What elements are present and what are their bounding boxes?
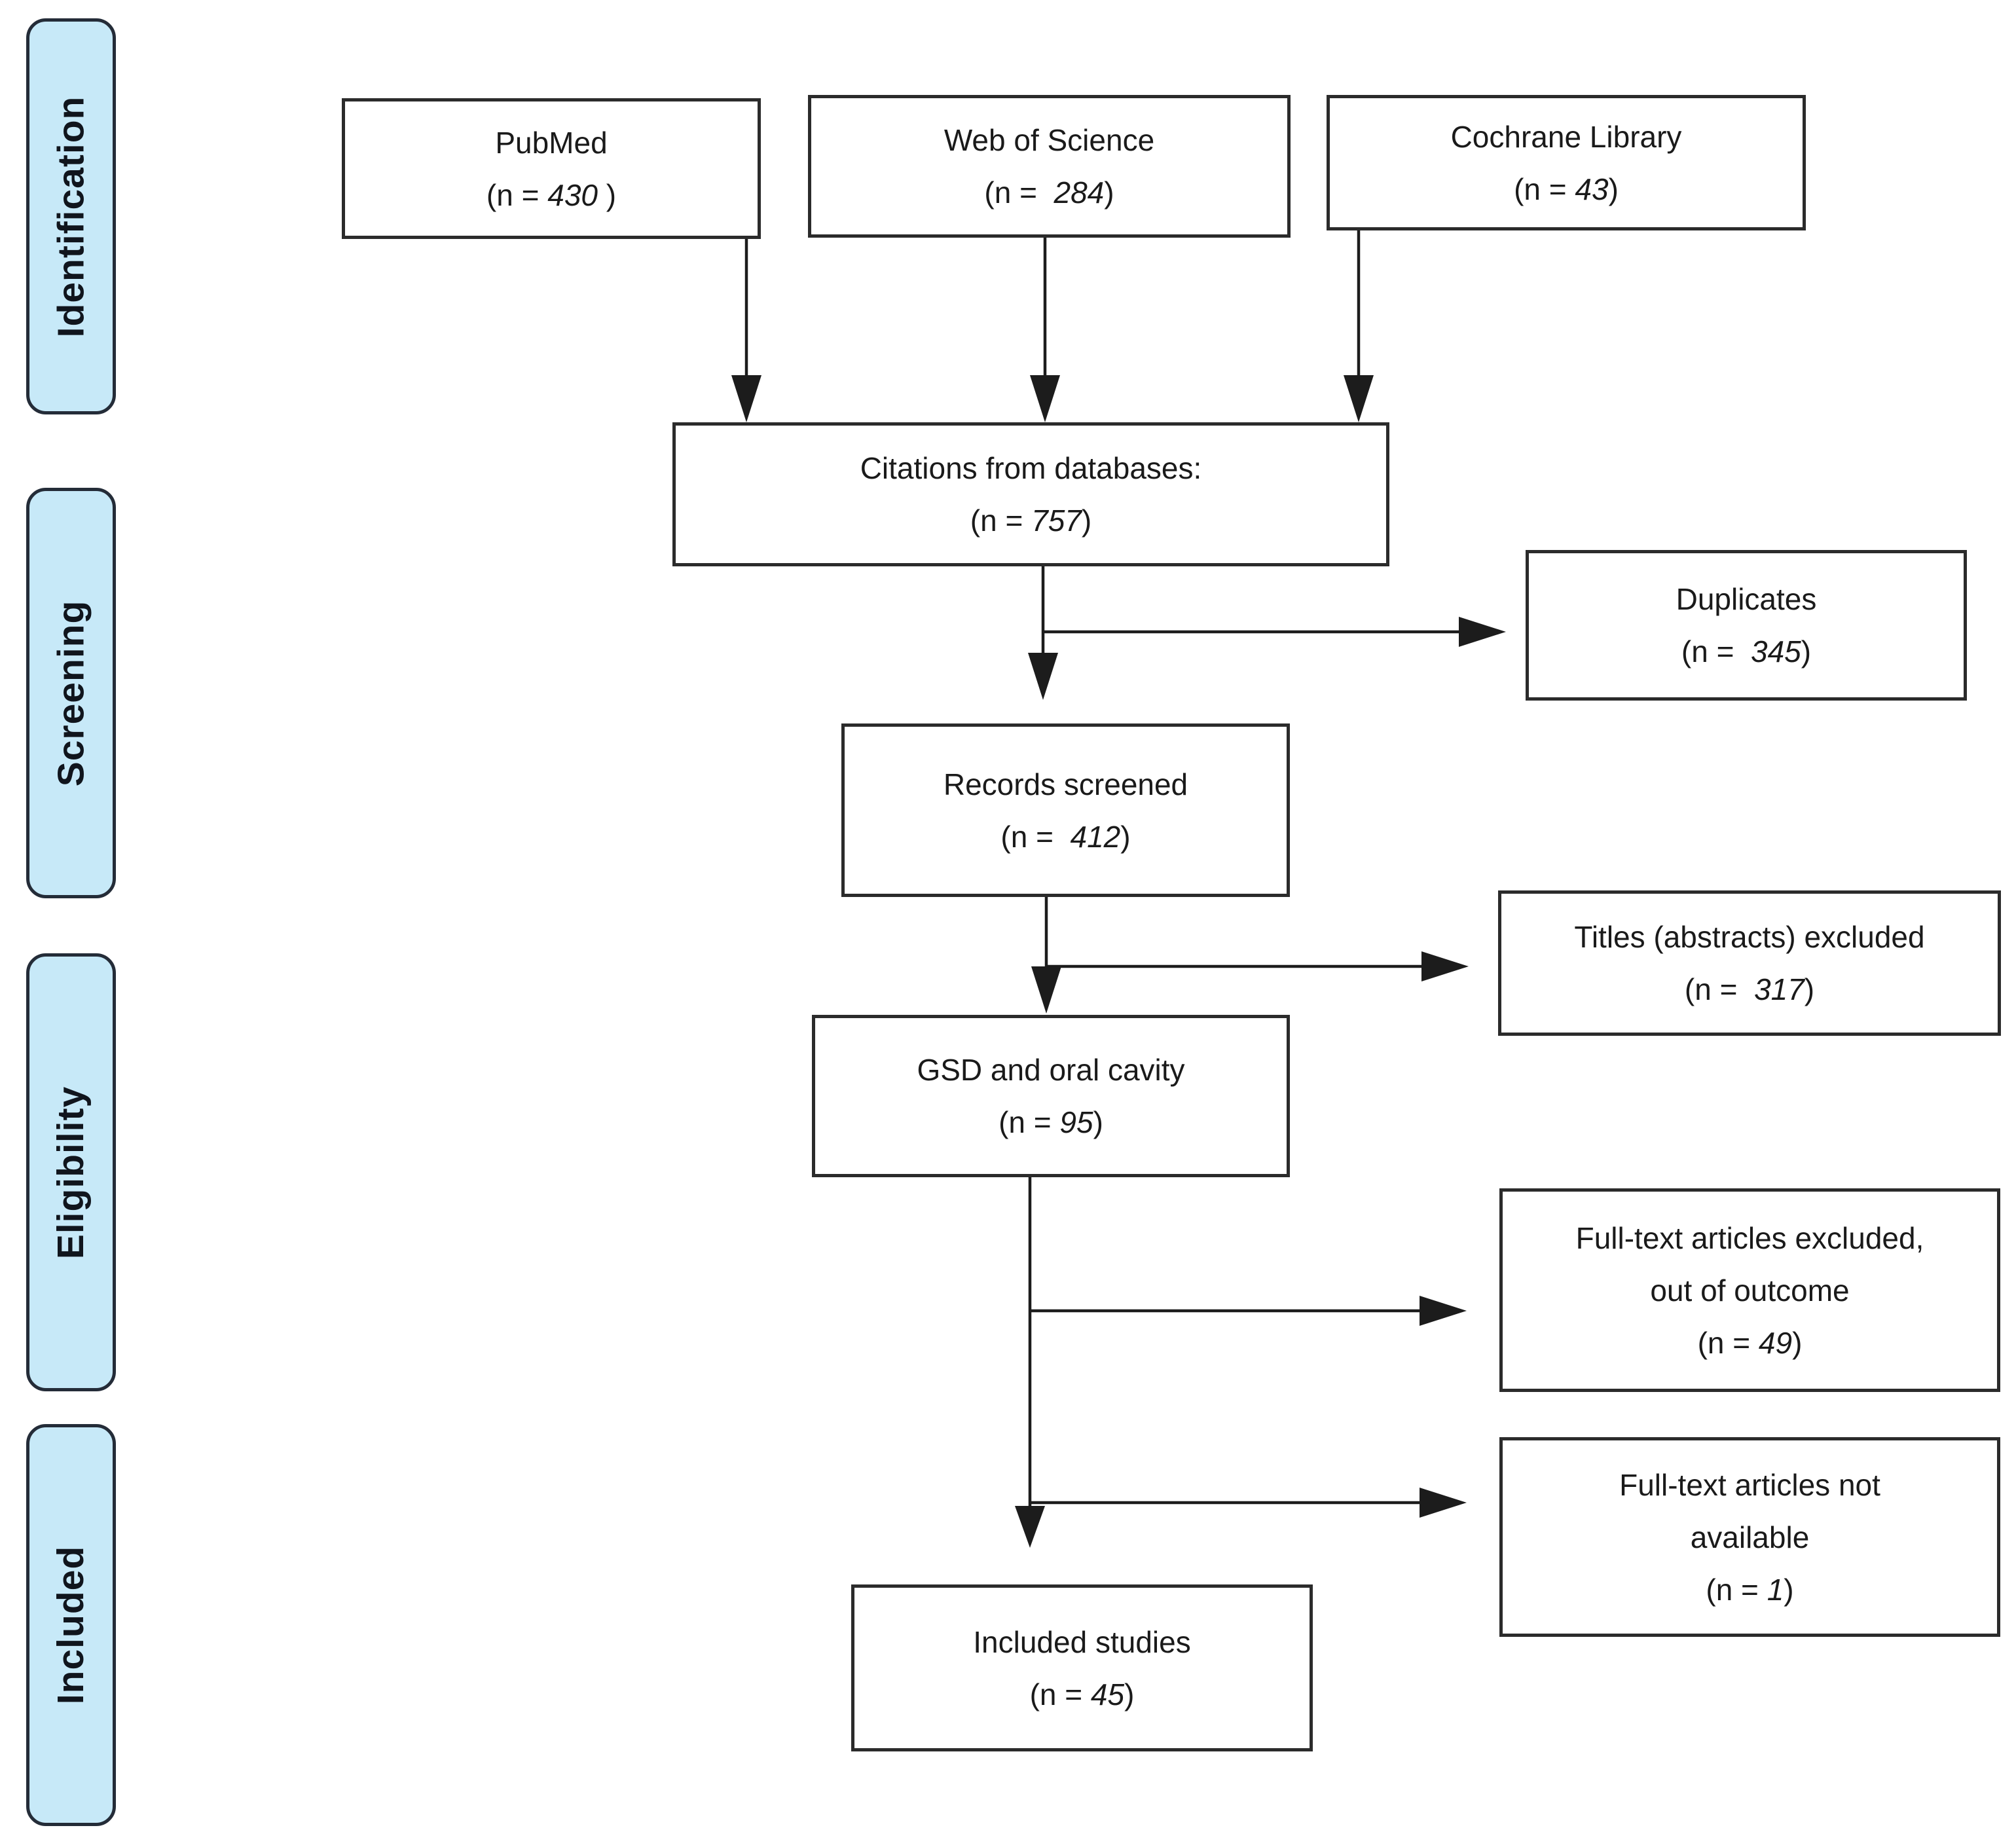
box-pubmed: PubMed (n = 430 ) <box>342 98 761 239</box>
box-citations-from-databases: Citations from databases: (n = 757) <box>672 422 1389 566</box>
count-prefix: (n = <box>1706 1572 1767 1607</box>
count-suffix: ) <box>1801 634 1812 668</box>
box-fulltext-excluded-label: Full-text articles excluded, <box>1575 1220 1924 1255</box>
count-suffix: ) <box>597 177 617 212</box>
box-fulltext-excluded-label2: out of outcome <box>1650 1273 1850 1308</box>
box-duplicates: Duplicates (n = 345) <box>1526 550 1967 701</box>
arrow-cochrane-to-citations <box>1344 230 1374 422</box>
box-cochrane-count: (n = 43) <box>1514 163 1619 215</box>
arrow-pubmed-to-citations <box>731 239 761 422</box>
count-value: 1 <box>1767 1572 1784 1607</box>
count-suffix: ) <box>1093 1105 1103 1139</box>
count-value: 412 <box>1070 819 1121 854</box>
box-titles-label: Titles (abstracts) excluded <box>1574 920 1925 954</box>
count-value: 317 <box>1754 972 1805 1006</box>
count-prefix: (n = <box>970 503 1032 538</box>
arrow-to-fulltext-not-available <box>1030 1488 1467 1518</box>
box-included-studies-count: (n = 45) <box>1030 1668 1135 1721</box>
box-duplicates-label: Duplicates <box>1676 582 1817 616</box>
box-titles-count: (n = 317) <box>1685 963 1814 1016</box>
count-suffix: ) <box>1081 503 1092 538</box>
stage-identification: Identification <box>26 18 116 414</box>
stage-identification-label: Identification <box>50 96 92 337</box>
count-value: 95 <box>1059 1105 1093 1139</box>
box-fulltext-not-available-label2: available <box>1690 1520 1810 1554</box>
box-citations-label: Citations from databases: <box>860 451 1202 485</box>
stage-screening: Screening <box>26 488 116 898</box>
arrow-gsd-to-included <box>1015 1176 1045 1548</box>
count-prefix: (n = <box>1684 972 1755 1006</box>
box-records-count: (n = 412) <box>1000 811 1130 863</box>
count-prefix: (n = <box>1681 634 1751 668</box>
count-prefix: (n = <box>999 1105 1060 1139</box>
box-wos-count: (n = 284) <box>984 166 1114 219</box>
box-included-studies-label: Included studies <box>973 1624 1191 1659</box>
box-gsd-count: (n = 95) <box>999 1096 1103 1148</box>
arrow-citations-to-records <box>1028 565 1058 700</box>
arrow-to-duplicates <box>1043 617 1506 647</box>
box-titles-abstracts-excluded: Titles (abstracts) excluded (n = 317) <box>1498 890 2001 1036</box>
box-cochrane-label: Cochrane Library <box>1450 119 1682 154</box>
count-value: 345 <box>1751 634 1801 668</box>
arrow-to-titles-excluded <box>1046 951 1469 981</box>
box-fulltext-excluded-count: (n = 49) <box>1698 1317 1803 1369</box>
count-suffix: ) <box>1104 175 1114 210</box>
box-fulltext-not-available-label: Full-text articles not <box>1619 1467 1880 1502</box>
arrow-to-fulltext-excluded <box>1030 1296 1467 1326</box>
box-pubmed-label: PubMed <box>495 125 608 160</box>
count-suffix: ) <box>1120 819 1131 854</box>
count-prefix: (n = <box>1697 1325 1759 1360</box>
count-prefix: (n = <box>1514 172 1575 206</box>
box-duplicates-count: (n = 345) <box>1681 625 1811 678</box>
box-citations-count: (n = 757) <box>970 494 1091 547</box>
arrow-wos-to-citations <box>1030 238 1060 422</box>
count-prefix: (n = <box>1000 819 1071 854</box>
count-value: 43 <box>1575 172 1609 206</box>
arrow-records-to-gsd <box>1031 896 1061 1014</box>
box-gsd-label: GSD and oral cavity <box>917 1053 1185 1087</box>
count-value: 430 <box>547 177 598 212</box>
stage-included: Included <box>26 1424 116 1826</box>
box-wos-label: Web of Science <box>944 123 1155 157</box>
count-suffix: ) <box>1124 1677 1135 1711</box>
stage-included-label: Included <box>50 1545 92 1705</box>
box-fulltext-not-available-count: (n = 1) <box>1706 1564 1793 1616</box>
count-prefix: (n = <box>984 175 1054 210</box>
stage-screening-label: Screening <box>50 600 92 786</box>
stage-eligibility: Eligibility <box>26 953 116 1391</box>
box-fulltext-excluded: Full-text articles excluded, out of outc… <box>1499 1188 2000 1392</box>
count-prefix: (n = <box>1029 1677 1091 1711</box>
box-records-screened: Records screened (n = 412) <box>841 723 1290 897</box>
count-suffix: ) <box>1784 1572 1794 1607</box>
count-suffix: ) <box>1804 972 1815 1006</box>
box-cochrane-library: Cochrane Library (n = 43) <box>1327 95 1806 230</box>
count-suffix: ) <box>1792 1325 1803 1360</box>
box-included-studies: Included studies (n = 45) <box>851 1584 1313 1751</box>
count-suffix: ) <box>1608 172 1619 206</box>
stage-eligibility-label: Eligibility <box>50 1086 92 1259</box>
box-fulltext-not-available: Full-text articles not available (n = 1) <box>1499 1437 2000 1637</box>
box-web-of-science: Web of Science (n = 284) <box>808 95 1291 238</box>
box-records-label: Records screened <box>943 767 1188 801</box>
count-value: 757 <box>1031 503 1082 538</box>
count-value: 284 <box>1054 175 1105 210</box>
count-prefix: (n = <box>486 177 548 212</box>
box-gsd-and-oral-cavity: GSD and oral cavity (n = 95) <box>812 1015 1290 1177</box>
count-value: 49 <box>1758 1325 1793 1360</box>
box-pubmed-count: (n = 430 ) <box>486 169 616 221</box>
count-value: 45 <box>1090 1677 1125 1711</box>
